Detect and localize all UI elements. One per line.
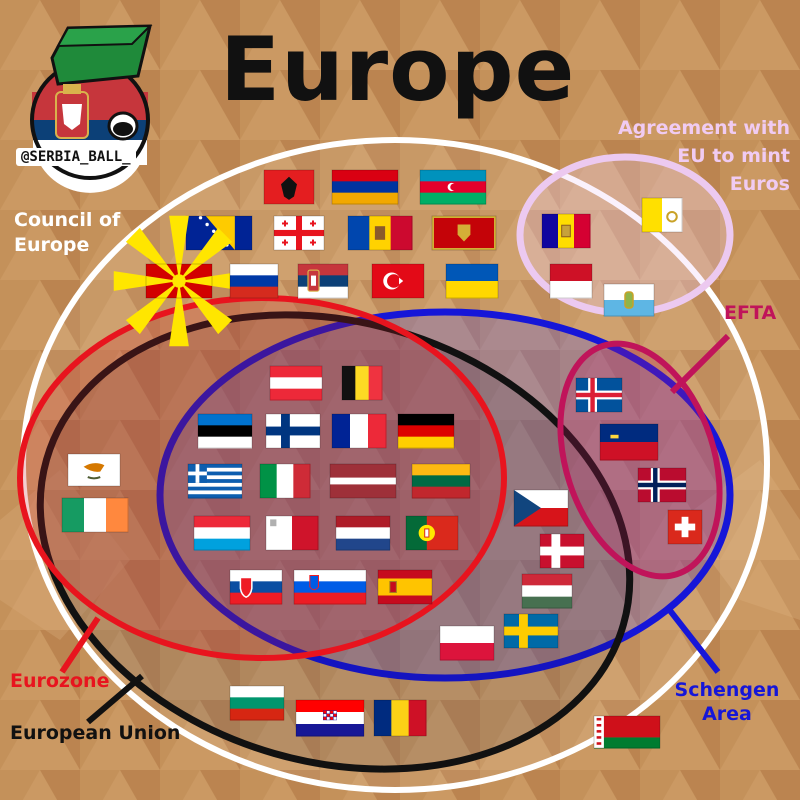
portugal-flag xyxy=(405,515,459,551)
armenia-flag xyxy=(331,169,399,205)
georgia-flag xyxy=(273,215,325,251)
eurozone-label: Eurozone xyxy=(10,670,110,692)
efta-label: EFTA xyxy=(724,302,777,324)
eu-pointer xyxy=(86,673,144,725)
page-title: Europe xyxy=(220,18,576,121)
ireland-flag xyxy=(61,497,129,533)
instagram-handle: @SERBIA_BALL_ xyxy=(16,148,136,166)
turkey-flag xyxy=(371,263,425,299)
azerbaijan-flag xyxy=(419,169,487,205)
liechtenstein-flag xyxy=(599,423,659,461)
spain-flag xyxy=(377,569,433,605)
san-marino-flag xyxy=(603,283,655,317)
belgium-flag xyxy=(341,365,383,401)
andorra-flag xyxy=(541,213,591,249)
efta-pointer xyxy=(669,333,731,395)
slovenia-flag xyxy=(293,569,367,605)
albania-flag xyxy=(263,169,315,205)
serbia-flag xyxy=(297,263,349,299)
lithuania-flag xyxy=(411,463,471,499)
poland-flag xyxy=(439,625,495,661)
switzerland-flag xyxy=(667,509,703,545)
netherlands-flag xyxy=(335,515,391,551)
european-union-label: European Union xyxy=(10,722,181,744)
ukraine-flag xyxy=(445,263,499,299)
iceland-flag xyxy=(575,377,623,413)
credit-text: @SERBIA_BALL_ xyxy=(21,149,131,165)
slovakia-flag xyxy=(229,569,283,605)
germany-flag xyxy=(397,413,455,449)
greece-flag xyxy=(187,463,243,499)
north-macedonia-flag xyxy=(113,215,245,347)
schengen-pointer xyxy=(665,606,721,674)
montenegro-flag xyxy=(431,215,497,251)
monaco-flag xyxy=(549,263,593,299)
france-flag xyxy=(331,413,387,449)
bg-shard xyxy=(680,460,800,620)
austria-flag xyxy=(269,365,323,401)
eurozone-pointer xyxy=(59,616,101,674)
russia-flag xyxy=(229,263,279,299)
luxembourg-flag xyxy=(193,515,251,551)
cyprus-flag xyxy=(67,453,121,487)
council-of-europe-label: Council of Europe xyxy=(14,209,121,256)
croatia-flag xyxy=(295,699,365,737)
denmark-flag xyxy=(539,533,585,569)
czechia-flag xyxy=(513,489,569,527)
latvia-flag xyxy=(329,463,397,499)
hungary-flag xyxy=(521,573,573,609)
bg-shard xyxy=(0,470,130,640)
norway-flag xyxy=(637,467,687,503)
bulgaria-flag xyxy=(229,685,285,721)
finland-flag xyxy=(265,413,321,449)
estonia-flag xyxy=(197,413,253,449)
malta-flag xyxy=(265,515,319,551)
sweden-flag xyxy=(503,613,559,649)
moldova-flag xyxy=(347,215,413,251)
belarus-flag xyxy=(593,715,661,749)
romania-flag xyxy=(373,699,427,737)
agreement-label: Agreement with EU to mint Euros xyxy=(617,117,790,195)
italy-flag xyxy=(259,463,311,499)
vatican-flag xyxy=(641,197,683,233)
schengen-area-label: Schengen Area xyxy=(674,679,780,725)
